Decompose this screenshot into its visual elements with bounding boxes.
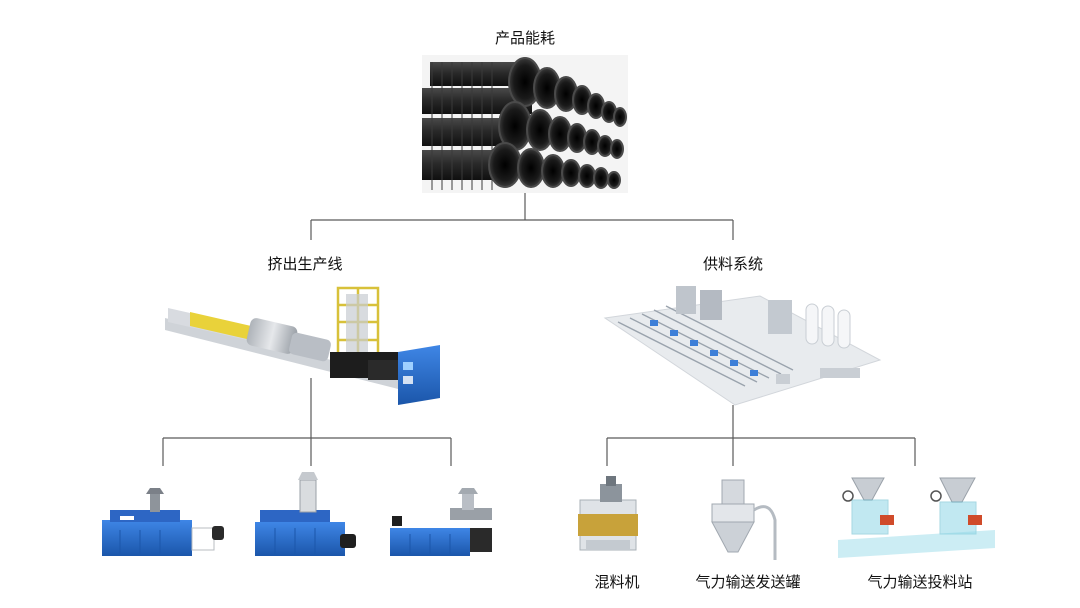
child-label-feeding-station: 气力输送投料站: [867, 573, 973, 591]
pipe-stack-image: [422, 55, 628, 193]
pneumatic-conveying-tank-image: [711, 479, 777, 560]
extrusion-line-image: [165, 286, 440, 405]
connector-lines: [162, 193, 916, 466]
child-label-pneumatic-tank: 气力输送发送罐: [695, 573, 801, 591]
extruder-image-2: [255, 472, 356, 556]
extruder-image-3: [390, 488, 492, 556]
root-label: 产品能耗: [494, 29, 556, 47]
branch-label-feeding-system: 供料系统: [702, 255, 764, 273]
branch-label-extrusion-line: 挤出生产线: [267, 255, 343, 273]
child-label-mixer: 混料机: [594, 573, 640, 591]
pneumatic-feeding-station-image: [838, 477, 995, 558]
feeding-plant-image: [603, 286, 882, 406]
extruder-image-1: [102, 488, 224, 556]
mixer-image: [578, 476, 638, 551]
